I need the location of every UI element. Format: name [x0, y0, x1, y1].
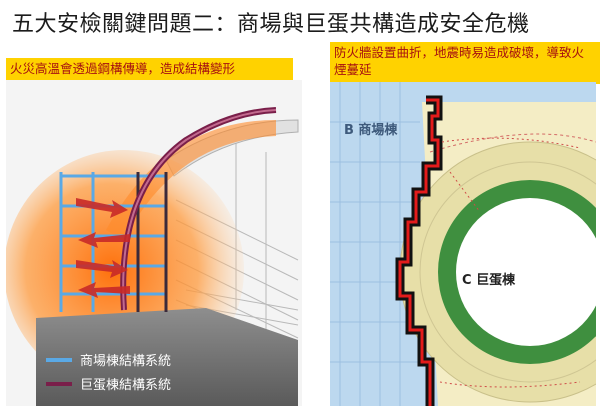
legend: 商場棟結構系統 巨蛋棟結構系統	[46, 354, 171, 393]
right-caption: 防火牆設置曲折，地震時易造成破壞，導致火煙蔓延	[330, 42, 600, 84]
mall-grid	[330, 82, 420, 406]
legend-label-mall: 商場棟結構系統	[80, 354, 171, 369]
ground-base	[36, 308, 298, 406]
heat-arrows	[76, 198, 130, 298]
structure-diagram: 商場棟結構系統 巨蛋棟結構系統	[4, 80, 302, 406]
page-title: 五大安檢關鍵問題二：商場與巨蛋共構造成安全危機	[12, 12, 530, 37]
floor-plan: B 商場棟 C 巨蛋棟	[330, 82, 600, 406]
infield	[456, 198, 600, 346]
label-dome-building: C 巨蛋棟	[462, 272, 516, 288]
legend-label-dome: 巨蛋棟結構系統	[80, 378, 171, 393]
label-mall-building: B 商場棟	[344, 122, 398, 138]
left-caption: 火災高溫會透過鋼構傳導，造成結構變形	[6, 58, 293, 80]
